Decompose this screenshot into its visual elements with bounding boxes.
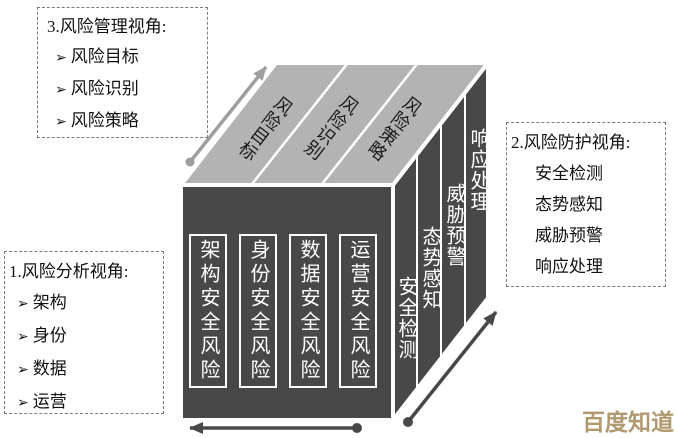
protection-perspective-box: 2.风险防护视角: 安全检测 态势感知 威胁预警 响应处理 — [506, 122, 666, 287]
box-item-label: 响应处理 — [535, 257, 603, 276]
box-title: 1.风险分析视角: — [9, 262, 129, 281]
arrowhead-bullet-icon: ➢ — [17, 330, 29, 345]
box-item: ➢架构 — [9, 287, 163, 320]
box-item-label: 风险目标 — [70, 47, 139, 66]
arrowhead-bullet-icon: ➢ — [55, 115, 67, 130]
front-face-box: 数据安全风险 — [289, 234, 327, 388]
box-item-label: 数据 — [32, 359, 67, 378]
box-item: ➢风险策略 — [47, 106, 207, 138]
box-item-label: 风险策略 — [70, 111, 139, 130]
box-item: 威胁预警 — [511, 220, 665, 251]
box-item-label: 态势感知 — [535, 195, 603, 214]
side-face-label: 安全检测 — [395, 276, 417, 360]
arrowhead-bullet-icon: ➢ — [55, 51, 67, 66]
arrowhead-bullet-icon: ➢ — [55, 83, 67, 98]
top-face-divider — [321, 63, 418, 185]
management-axis-arrow — [185, 65, 268, 167]
box-item-label: 身份 — [32, 326, 67, 345]
box-item: 态势感知 — [511, 189, 665, 220]
management-perspective-box: 3.风险管理视角: ➢风险目标 ➢风险识别 ➢风险策略 — [37, 7, 208, 138]
front-face-box: 身份安全风险 — [239, 234, 277, 388]
box-item-label: 威胁预警 — [535, 226, 603, 245]
protection-axis-arrow — [403, 310, 498, 427]
baidu-zhidao-watermark: 百度知道 — [582, 409, 674, 435]
box-item: ➢身份 — [9, 320, 163, 353]
box-item: ➢数据 — [9, 353, 163, 386]
box-item: ➢运营 — [9, 386, 163, 419]
box-item: 安全检测 — [511, 158, 665, 189]
box-item-label: 运营 — [32, 392, 67, 411]
box-item-label: 架构 — [32, 293, 67, 312]
analysis-axis-arrow — [189, 422, 362, 434]
analysis-perspective-box: 1.风险分析视角: ➢架构 ➢身份 ➢数据 ➢运营 — [4, 251, 164, 414]
box-title: 3.风险管理视角: — [47, 17, 167, 36]
box-item: ➢风险识别 — [47, 74, 207, 106]
arrowhead-bullet-icon: ➢ — [17, 396, 29, 411]
top-face-divider — [251, 63, 348, 185]
arrowhead-bullet-icon: ➢ — [17, 297, 29, 312]
front-face-box: 架构安全风险 — [189, 234, 227, 388]
side-face-label: 响应处理 — [467, 128, 489, 212]
box-item-label: 风险识别 — [70, 79, 139, 98]
side-face-label: 威胁预警 — [443, 183, 465, 267]
box-item: 响应处理 — [511, 251, 665, 282]
arrowhead-bullet-icon: ➢ — [17, 363, 29, 378]
box-item-label: 安全检测 — [535, 164, 603, 183]
box-item: ➢风险目标 — [47, 42, 207, 74]
front-face-box: 运营安全风险 — [339, 234, 377, 388]
box-title: 2.风险防护视角: — [511, 133, 631, 152]
side-face-label: 态势感知 — [419, 226, 441, 310]
